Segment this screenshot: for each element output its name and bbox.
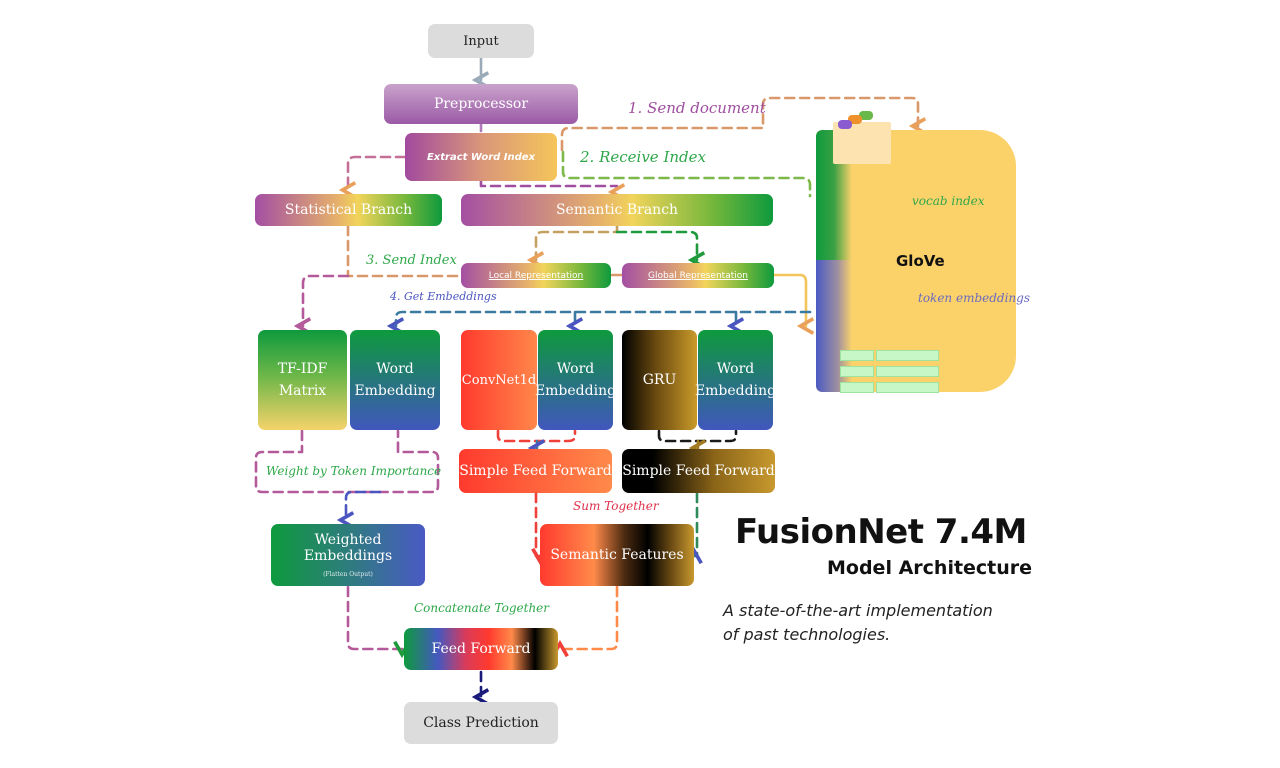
diagram-tagline-1: A state-of-the-art implementation [723, 601, 993, 620]
word-embedding-label-1a: Word [376, 360, 414, 377]
word-embedding-label-2b: Embedding [534, 383, 617, 399]
annotation-vocab-index: vocab index [912, 194, 985, 208]
diagram-subtitle: Model Architecture [827, 557, 1033, 579]
annotation-sum-together: Sum Together [573, 499, 659, 513]
diagram-tagline-2: of past technologies. [723, 625, 891, 644]
simple-feed-forward-label-1: Simple Feed Forward [459, 463, 612, 479]
feed-forward-node: Feed Forward [404, 628, 558, 670]
arrow-send-index-tfidf [303, 274, 350, 326]
class-prediction-node: Class Prediction [404, 702, 558, 744]
arrow-weighted-ff [346, 585, 402, 649]
glove-store: GloVe [816, 130, 1016, 392]
weighted-embeddings-node: Weighted Embeddings (Flatten Output) [271, 524, 425, 586]
word-embedding-node-3: Word Embedding [694, 330, 777, 430]
global-representation-label: Global Representation [648, 270, 748, 281]
arrow-gru-sff [657, 429, 738, 443]
word-embedding-node-1: Word Embedding [350, 330, 440, 430]
word-embedding-node-2: Word Embedding [534, 330, 617, 430]
folder-tab-purple [838, 120, 852, 129]
folder-tab-green [859, 111, 873, 120]
embedding-row [876, 382, 939, 393]
annotation-get-embeddings: 4. Get Embeddings [390, 290, 497, 303]
weighted-embeddings-note: (Flatten Output) [323, 571, 373, 578]
local-representation-node: Local Representation [461, 263, 611, 288]
extract-word-index-label: Extract Word Index [426, 151, 536, 163]
arrow-global-glove [772, 273, 806, 326]
semantic-branch-node: Semantic Branch [461, 194, 773, 226]
input-node: Input [428, 24, 534, 58]
input-label: Input [463, 33, 499, 49]
arrow-weight-weighted-embeddings [346, 490, 382, 520]
semantic-features-node: Semantic Features [540, 524, 694, 586]
arrow-extract-statistical [348, 155, 407, 190]
weight-box-outline [254, 429, 440, 494]
preprocessor-label: Preprocessor [433, 96, 529, 112]
annotation-weight-by-token-importance: Weight by Token Importance [266, 464, 442, 478]
arrow-conv-sff [496, 429, 577, 443]
arrow-semantic-local [536, 224, 619, 260]
embedding-row [840, 382, 874, 393]
annotation-token-embeddings: token embeddings [918, 291, 1030, 305]
annotation-receive-index: 2. Receive Index [580, 148, 706, 166]
tfidf-label-2: Matrix [278, 383, 327, 399]
feed-forward-label: Feed Forward [431, 641, 531, 657]
statistical-branch-label: Statistical Branch [284, 202, 413, 218]
weighted-embeddings-label: Weighted Embeddings [303, 532, 393, 564]
tfidf-label-1: TF-IDF [277, 360, 328, 377]
arrow-semantic-ff [560, 585, 619, 649]
preprocessor-node: Preprocessor [384, 84, 578, 124]
tfidf-matrix-node: TF-IDF Matrix [258, 330, 347, 430]
semantic-branch-label: Semantic Branch [555, 202, 679, 218]
global-representation-node: Global Representation [622, 263, 774, 288]
annotation-concatenate-together: Concatenate Together [414, 601, 550, 615]
arrow-sff-gold-semantic [694, 491, 697, 556]
glove-label: GloVe [896, 252, 945, 270]
gru-node: GRU [622, 330, 697, 430]
local-representation-label: Local Representation [488, 270, 584, 281]
simple-feed-forward-label-2: Simple Feed Forward [622, 463, 775, 479]
arrow-statistical-send-index [346, 224, 463, 278]
statistical-branch-node: Statistical Branch [255, 194, 442, 226]
vocab-index-folder-icon [833, 111, 891, 164]
semantic-features-label: Semantic Features [550, 547, 684, 563]
word-embedding-label-2a: Word [556, 360, 595, 377]
embedding-row [876, 350, 939, 361]
folder-tab-orange [848, 115, 862, 124]
extract-word-index-node: Extract Word Index [405, 133, 557, 181]
embedding-row [876, 366, 939, 377]
arrow-extract-semantic [479, 179, 617, 192]
simple-feed-forward-node-2: Simple Feed Forward [622, 449, 775, 493]
simple-feed-forward-node-1: Simple Feed Forward [459, 449, 612, 493]
class-prediction-label: Class Prediction [423, 715, 539, 731]
annotation-send-document: 1. Send document [628, 99, 766, 117]
convnet1d-node: ConvNet1d [461, 330, 537, 430]
diagram-title: FusionNet 7.4M [735, 512, 1027, 552]
gru-label: GRU [642, 372, 677, 388]
word-embedding-label-3b: Embedding [694, 383, 777, 399]
annotation-send-index: 3. Send Index [366, 253, 457, 268]
arrow-semantic-global [615, 230, 697, 260]
word-embedding-label-1b: Embedding [354, 383, 436, 399]
convnet1d-label: ConvNet1d [461, 372, 537, 388]
arrow-get-embeddings [396, 310, 812, 326]
embedding-row [840, 350, 874, 361]
embedding-row [840, 366, 874, 377]
word-embedding-label-3a: Word [716, 360, 755, 377]
